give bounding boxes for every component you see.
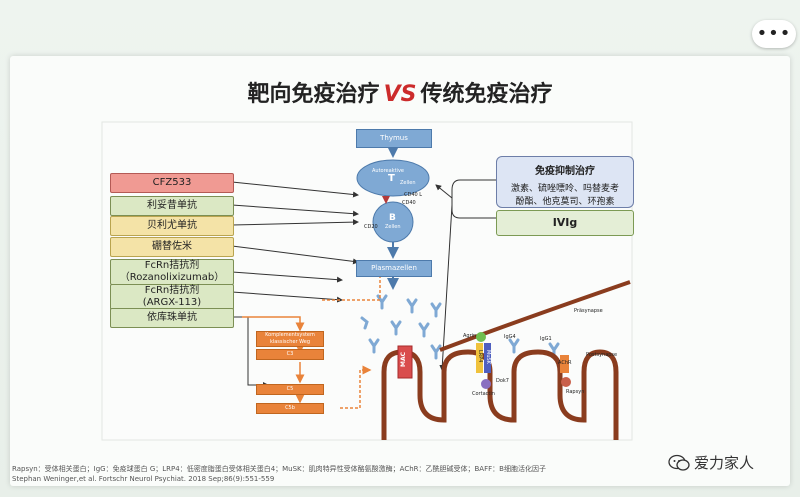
footer-citation: Stephan Weninger,et al. Fortschr Neurol …	[12, 475, 275, 483]
agrin-node	[476, 332, 486, 342]
drug-rozanolixizumab: FcRn拮抗剂 （Rozanolixizumab）	[110, 259, 234, 285]
watermark-text: 爱力家人	[694, 454, 755, 472]
t-cell-sub-label: Zellen	[400, 180, 416, 186]
bracket	[451, 179, 496, 219]
drug-eculizumab: 依库珠单抗	[110, 308, 234, 328]
arrow-rozanolixizumab	[231, 271, 343, 283]
t-cell-top-label: Autoreaktive	[372, 168, 404, 174]
c5-box: C5	[256, 384, 324, 395]
drug-cfz533: CFZ533	[110, 173, 234, 193]
cd40-label: CD40	[402, 200, 416, 206]
cd20-label: CD20	[364, 224, 378, 230]
postsynapse-folds	[381, 349, 619, 440]
t-cell	[356, 159, 430, 197]
musk-label: MuSK	[485, 350, 491, 364]
ivig-box: IVIg	[496, 210, 634, 236]
complement-box: Komplementsystem klassischer Weg	[256, 331, 324, 347]
presynapse-curve	[439, 280, 631, 352]
mac-label: MAC	[400, 352, 407, 368]
postsynapse-label: Postsynapse	[586, 352, 618, 358]
c5b-box: C5b	[256, 403, 324, 414]
title-part1: 靶向免疫治疗	[247, 82, 380, 107]
footer-abbreviations: Rapsyn：受体相关蛋白；IgG：免疫球蛋白 G；LRP4：低密度脂蛋白受体相…	[12, 465, 546, 473]
drug-rituximab: 利妥昔单抗	[110, 196, 234, 216]
antibodies	[360, 294, 560, 360]
immunosuppression-line1: 激素、硫唑嘌呤、吗替麦考	[510, 184, 619, 194]
thymus-box: Thymus	[356, 129, 432, 148]
igg4-label: IgG4	[504, 334, 516, 340]
agrin-label: Agrin	[463, 333, 477, 339]
wechat-icon	[668, 454, 690, 471]
b-cell-sub-label: Zellen	[385, 224, 401, 230]
arrow-bortezomib	[231, 245, 359, 265]
rapsyn-label: Rapsyn	[566, 389, 585, 395]
musk-protein	[484, 343, 491, 373]
lrp4-label: LRP4	[477, 350, 483, 363]
drug-argx113: FcRn拮抗剂 (ARGX-113)	[110, 284, 234, 310]
achr-label: AChR	[558, 360, 572, 366]
title-part2: 传统免疫治疗	[420, 82, 553, 107]
drug-belimumab: 贝利尤单抗	[110, 216, 234, 236]
achr-protein	[560, 355, 569, 373]
presynapse-label: Präsynapse	[574, 308, 603, 314]
c3-box: C3	[256, 349, 324, 360]
title-vs: VS	[383, 82, 417, 107]
dok7-label: Dok7	[496, 378, 509, 384]
watermark: 爱力家人	[668, 452, 754, 473]
cd40l-label: CD40 L	[404, 192, 423, 198]
cortactin-node	[481, 379, 491, 389]
arrow-belimumab	[231, 219, 359, 226]
lrp4-protein	[476, 343, 483, 373]
arrow-to-tcell	[435, 184, 453, 199]
arrow-cfz533	[231, 181, 359, 198]
igg1-label: IgG1	[540, 336, 552, 342]
b-cell-label: B	[389, 213, 396, 223]
arrow-rituximab	[231, 204, 359, 217]
mac-complex	[397, 345, 413, 379]
cd40l-marker	[382, 196, 390, 204]
arrow-to-synapse	[439, 204, 453, 371]
more-icon: •••	[756, 23, 792, 44]
cortactin-label: Cortactin	[472, 391, 495, 397]
rapsyn-node	[561, 377, 571, 387]
t-cell-label: T	[388, 173, 395, 184]
drug-bortezomib: 硼替佐米	[110, 237, 234, 257]
more-menu-button[interactable]: •••	[752, 20, 796, 48]
immunosuppression-box: 免疫抑制治疗 激素、硫唑嘌呤、吗替麦考 酚酯、他克莫司、环孢素	[496, 156, 634, 208]
plasma-cells-box: Plasmazellen	[356, 260, 432, 277]
arrow-argx113	[231, 291, 343, 303]
immunosuppression-title: 免疫抑制治疗	[535, 166, 595, 177]
immunosuppression-line2: 酚酯、他克莫司、环孢素	[515, 197, 615, 207]
